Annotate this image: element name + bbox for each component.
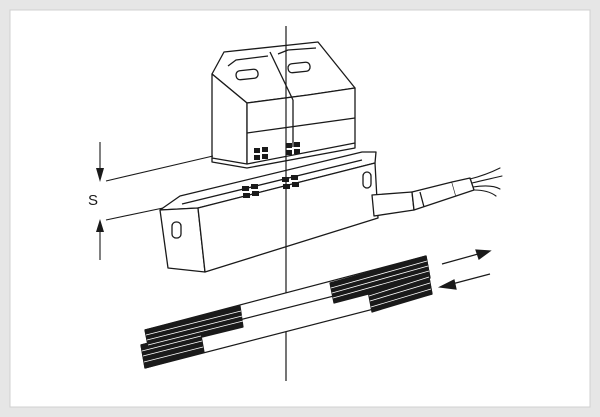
cable-wires	[469, 167, 503, 197]
gap-dimension	[99, 142, 214, 260]
double-arrow-icon	[437, 249, 492, 290]
magnet-housing	[211, 41, 356, 169]
sensor-cable	[371, 177, 475, 217]
housing-magnets	[254, 142, 300, 160]
actuator-rail	[140, 255, 433, 369]
gap-label: S	[88, 192, 98, 209]
dimension-arrow-icon	[96, 168, 104, 232]
sensor-bar	[159, 151, 379, 273]
